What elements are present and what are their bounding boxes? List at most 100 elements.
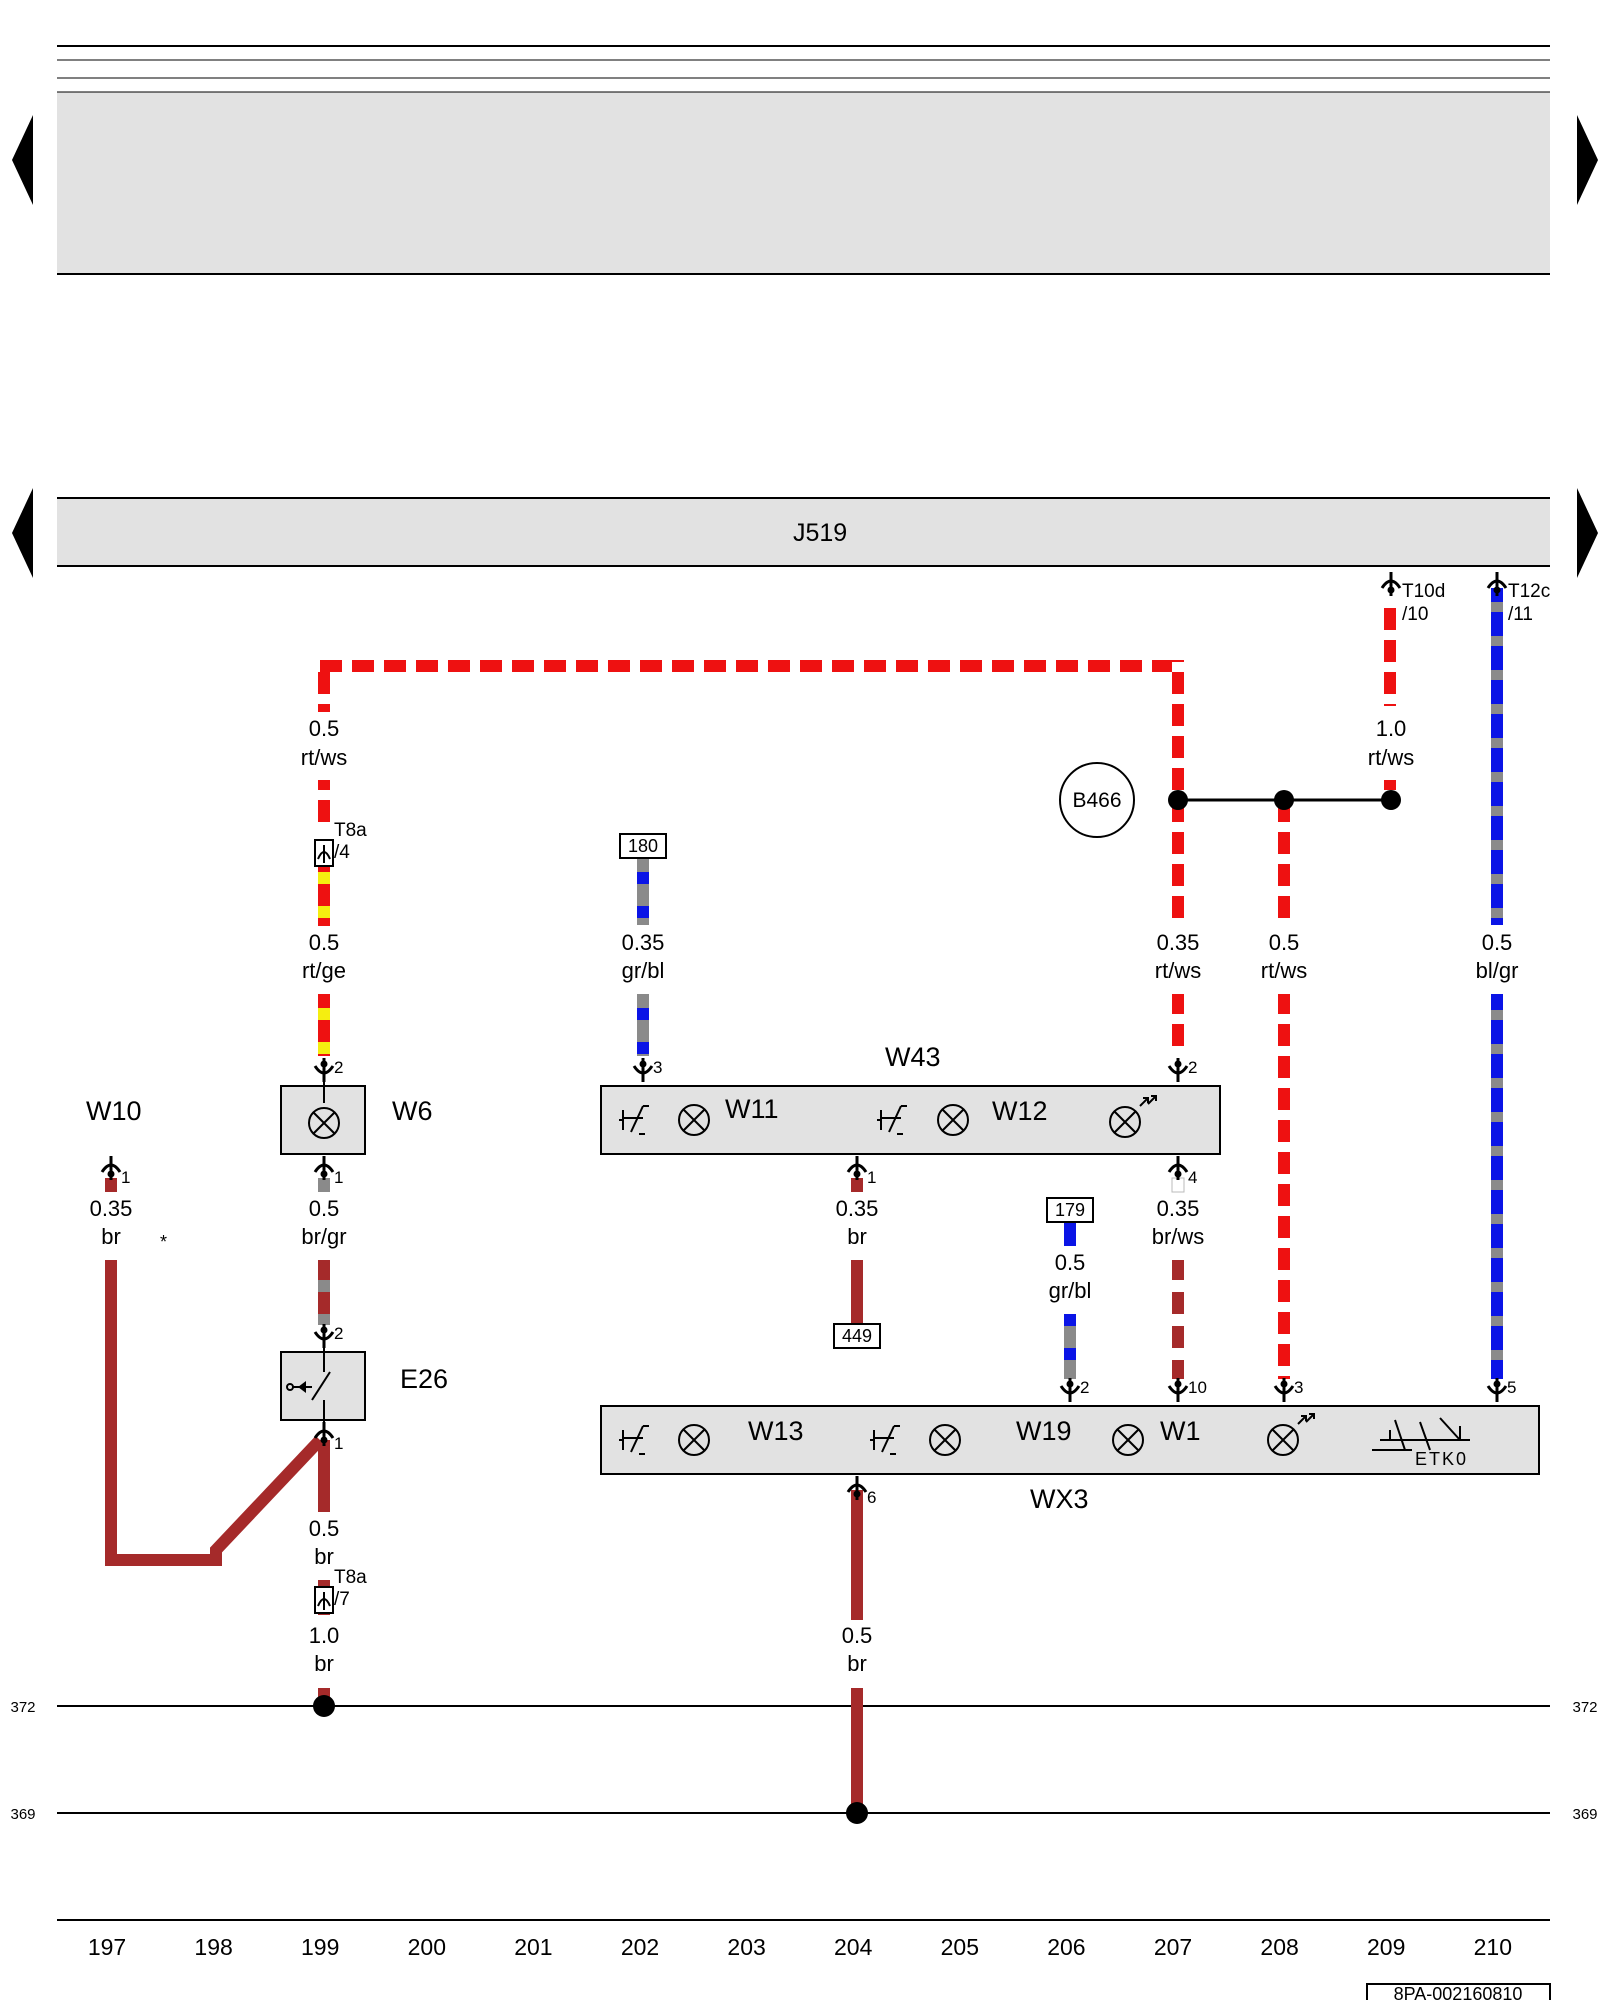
- wx3-pin3-icon: [1273, 1376, 1295, 1404]
- ref-box-449-label: 449: [842, 1326, 872, 1346]
- wx3-label: WX3: [1030, 1484, 1089, 1514]
- grid-number: 208: [1260, 1934, 1298, 1960]
- wire-labels: 0.5 rt/ws 0.5 rt/ge 0.35 gr/bl 0.35 rt/w…: [90, 716, 1519, 1676]
- e26-label: E26: [400, 1364, 448, 1394]
- wire-label-color: bl/gr: [1476, 958, 1519, 983]
- w43-pin4-label: 4: [1188, 1168, 1197, 1187]
- w6-pin2-label: 2: [334, 1058, 343, 1077]
- w43-pin2-icon: [1167, 1056, 1189, 1084]
- grid-number: 205: [941, 1934, 979, 1960]
- b466-circle: [1059, 762, 1135, 838]
- w43-pin1-label: 1: [867, 1168, 876, 1187]
- wx3-pin3-label: 3: [1294, 1378, 1303, 1397]
- wx3-pin2-label: 2: [1080, 1378, 1089, 1397]
- t8a-4-pin-label: /4: [334, 842, 350, 863]
- wire-label-size: 0.5: [309, 930, 340, 955]
- w10-label: W10: [86, 1096, 142, 1126]
- wx3-pin6-icon: [846, 1474, 868, 1502]
- w12-label: W12: [992, 1096, 1048, 1126]
- wx3-pin5-label: 5: [1507, 1378, 1516, 1397]
- w43-label: W43: [885, 1042, 941, 1072]
- etk0-symbol-icon: [1372, 1417, 1470, 1451]
- wire-label-color: gr/bl: [622, 958, 665, 983]
- w6-pin2-icon: [313, 1056, 335, 1084]
- wire-label-color: rt/ge: [302, 958, 346, 983]
- ground-label-372-left: 372: [10, 1699, 35, 1716]
- wire-label-color: br: [314, 1544, 334, 1569]
- upper-panel: [57, 45, 1550, 275]
- grid-number: 200: [408, 1934, 446, 1960]
- w6-pin1-label: 1: [334, 1168, 343, 1187]
- wire-label-size: 0.5: [842, 1623, 873, 1648]
- control-unit-j519: J519: [57, 497, 1550, 567]
- ref-box-179-label: 179: [1055, 1200, 1085, 1220]
- w43-pin1-icon: [846, 1154, 868, 1182]
- section-prev-arrow-icon[interactable]: [12, 488, 33, 578]
- page-prev-arrow-icon[interactable]: [12, 115, 33, 205]
- grid-number: 201: [514, 1934, 552, 1960]
- ground-label-369-right: 369: [1572, 1806, 1597, 1823]
- component-wx3: [600, 1405, 1540, 1475]
- ref-box-179[interactable]: 179: [1046, 1197, 1094, 1223]
- e26-pin2-icon: [313, 1322, 335, 1350]
- wire-label-size: 0.5: [1482, 930, 1513, 955]
- ref-box-449[interactable]: 449: [833, 1323, 881, 1349]
- grid-number: 199: [301, 1934, 339, 1960]
- w1-label: W1: [1160, 1416, 1201, 1446]
- grid-number: 207: [1154, 1934, 1192, 1960]
- wire-label-size: 1.0: [309, 1623, 340, 1648]
- t12c-label: T12c: [1508, 581, 1550, 602]
- wire-label-color: br: [101, 1224, 121, 1249]
- component-w43: [600, 1085, 1221, 1155]
- t12c-pin-label: /11: [1508, 604, 1533, 625]
- wx3-pin2-icon: [1059, 1376, 1081, 1404]
- component-e26: [280, 1340, 366, 1440]
- wire-label-size: 0.5: [1055, 1250, 1086, 1275]
- ref-box-180[interactable]: 180: [619, 833, 667, 859]
- wire-label-color: br: [314, 1651, 334, 1676]
- w43-pin3-icon: [632, 1056, 654, 1084]
- wire-label-color: br: [847, 1651, 867, 1676]
- wire-label-color: br: [847, 1224, 867, 1249]
- wx3-pin10-label: 10: [1188, 1378, 1207, 1397]
- wire-label-size: 0.35: [836, 1196, 879, 1221]
- grid-number: 206: [1047, 1934, 1085, 1960]
- doc-reference-label: 8PA-002160810: [1394, 1984, 1523, 2000]
- w11-label: W11: [725, 1094, 779, 1124]
- w10-pin1-label: 1: [121, 1168, 130, 1187]
- wire-label-size: 0.35: [1157, 1196, 1200, 1221]
- page-next-arrow-icon[interactable]: [1577, 115, 1598, 205]
- wire-label-color: br/ws: [1152, 1224, 1205, 1249]
- w19-label: W19: [1016, 1416, 1072, 1446]
- wx3-pin6-label: 6: [867, 1488, 876, 1507]
- wire-label-size: 0.35: [622, 930, 665, 955]
- wire-label-size: 0.5: [309, 1516, 340, 1541]
- wire-label-color: rt/ws: [301, 745, 347, 770]
- wire-label-size: 0.35: [1157, 930, 1200, 955]
- grid-number: 197: [88, 1934, 126, 1960]
- w13-label: W13: [748, 1416, 804, 1446]
- wire-label-size: 0.35: [90, 1196, 133, 1221]
- wx3-pin10-icon: [1167, 1376, 1189, 1404]
- section-next-arrow-icon[interactable]: [1577, 488, 1598, 578]
- grid-number: 209: [1367, 1934, 1405, 1960]
- w43-pin4-icon: [1167, 1154, 1189, 1182]
- ref-box-180-label: 180: [628, 836, 658, 856]
- wx3-pin5-icon: [1486, 1376, 1508, 1404]
- w10-pin1-icon: [100, 1154, 122, 1182]
- wire-label-color: rt/ws: [1368, 745, 1414, 770]
- footnote-mark: *: [160, 1232, 167, 1252]
- ground-label-369-left: 369: [10, 1806, 35, 1823]
- grid-number: 198: [194, 1934, 232, 1960]
- wire-label-color: rt/ws: [1155, 958, 1201, 983]
- component-w6: [280, 1070, 366, 1155]
- t8a-4-label: T8a: [334, 820, 367, 841]
- wire-label-size: 0.5: [309, 1196, 340, 1221]
- grid-number: 210: [1474, 1934, 1512, 1960]
- doc-reference: 8PA-002160810: [1366, 1983, 1551, 2000]
- w43-pin3-label: 3: [653, 1058, 662, 1077]
- w6-pin1-icon: [313, 1154, 335, 1182]
- wire-label-size: 1.0: [1376, 716, 1407, 741]
